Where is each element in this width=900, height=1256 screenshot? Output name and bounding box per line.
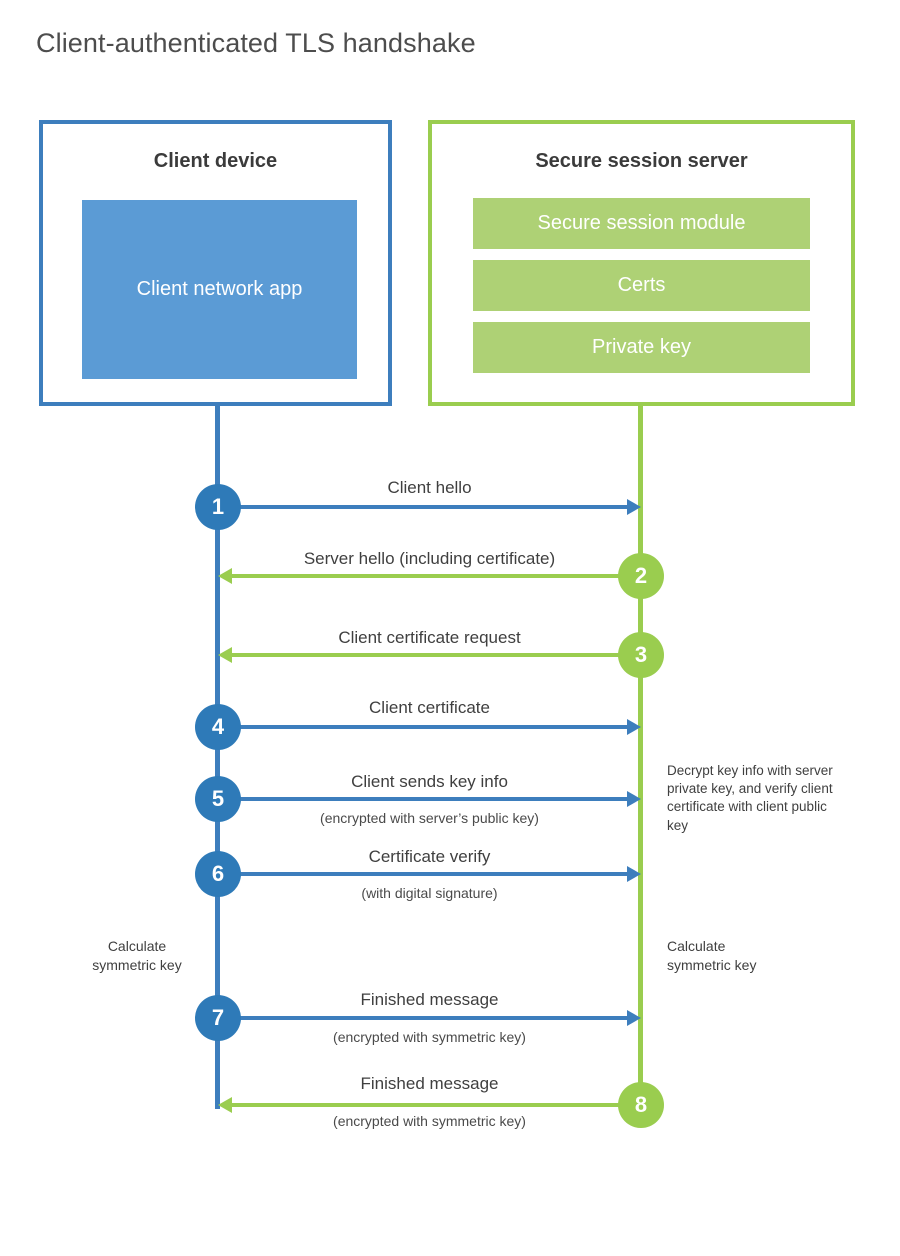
server-module-private-key: Private key bbox=[473, 322, 810, 373]
step-2-marker[interactable]: 2 bbox=[618, 553, 664, 599]
client-lifeline bbox=[215, 406, 220, 1109]
server-lifeline bbox=[638, 406, 643, 1109]
step-1-label: Client hello bbox=[387, 478, 472, 497]
step-5-label: Client sends key info bbox=[351, 772, 508, 791]
server-module-secure-session-module: Secure session module bbox=[473, 198, 810, 249]
client-calculate-note: Calculate symmetric key bbox=[92, 938, 182, 973]
step-7-sublabel: (encrypted with symmetric key) bbox=[333, 1029, 526, 1045]
step-3-arrow-head bbox=[218, 647, 232, 663]
step-6-arrow-line bbox=[218, 872, 628, 876]
step-8-sublabel: (encrypted with symmetric key) bbox=[333, 1113, 526, 1129]
step-7-arrow-head bbox=[627, 1010, 641, 1026]
step-6-label: Certificate verify bbox=[368, 847, 491, 866]
step-3-label: Client certificate request bbox=[338, 628, 521, 647]
step-5-sublabel: (encrypted with server’s public key) bbox=[320, 810, 539, 826]
client-device-box: Client device Client network app bbox=[39, 120, 392, 406]
client-device-heading: Client device bbox=[153, 150, 278, 172]
step-6-sublabel: (with digital signature) bbox=[361, 885, 498, 901]
step-1-marker[interactable]: 1 bbox=[195, 484, 241, 530]
step-5-arrow-head bbox=[627, 791, 641, 807]
step-7-label: Finished message bbox=[360, 990, 499, 1009]
step-4-arrow-line bbox=[218, 725, 628, 729]
step-1-arrow-head bbox=[627, 499, 641, 515]
step-8-arrow-head bbox=[218, 1097, 232, 1113]
page-title: Client-authenticated TLS handshake bbox=[36, 28, 476, 58]
step-6-marker[interactable]: 6 bbox=[195, 851, 241, 897]
step-7-marker[interactable]: 7 bbox=[195, 995, 241, 1041]
step-4-label: Client certificate bbox=[369, 698, 490, 717]
step-8-marker[interactable]: 8 bbox=[618, 1082, 664, 1128]
secure-session-server-box: Secure session server Secure session mod… bbox=[428, 120, 855, 406]
server-decrypt-note: Decrypt key info with server private key… bbox=[667, 763, 833, 833]
client-network-app-block: Client network app bbox=[82, 200, 357, 379]
step-5-arrow-line bbox=[218, 797, 628, 801]
step-7-arrow-line bbox=[218, 1016, 628, 1020]
step-2-label: Server hello (including certificate) bbox=[303, 549, 556, 568]
server-modules-list: Secure session module Certs Private key bbox=[473, 198, 810, 384]
step-5-marker[interactable]: 5 bbox=[195, 776, 241, 822]
step-6-arrow-head bbox=[627, 866, 641, 882]
step-3-marker[interactable]: 3 bbox=[618, 632, 664, 678]
step-2-arrow-line bbox=[230, 574, 642, 578]
step-4-arrow-head bbox=[627, 719, 641, 735]
step-2-arrow-head bbox=[218, 568, 232, 584]
server-calculate-note: Calculate symmetric key bbox=[667, 938, 757, 973]
secure-session-server-heading: Secure session server bbox=[535, 150, 748, 172]
step-4-marker[interactable]: 4 bbox=[195, 704, 241, 750]
step-8-arrow-line bbox=[230, 1103, 642, 1107]
step-3-arrow-line bbox=[230, 653, 642, 657]
step-8-label: Finished message bbox=[360, 1074, 499, 1093]
server-module-certs: Certs bbox=[473, 260, 810, 311]
step-1-arrow-line bbox=[218, 505, 628, 509]
